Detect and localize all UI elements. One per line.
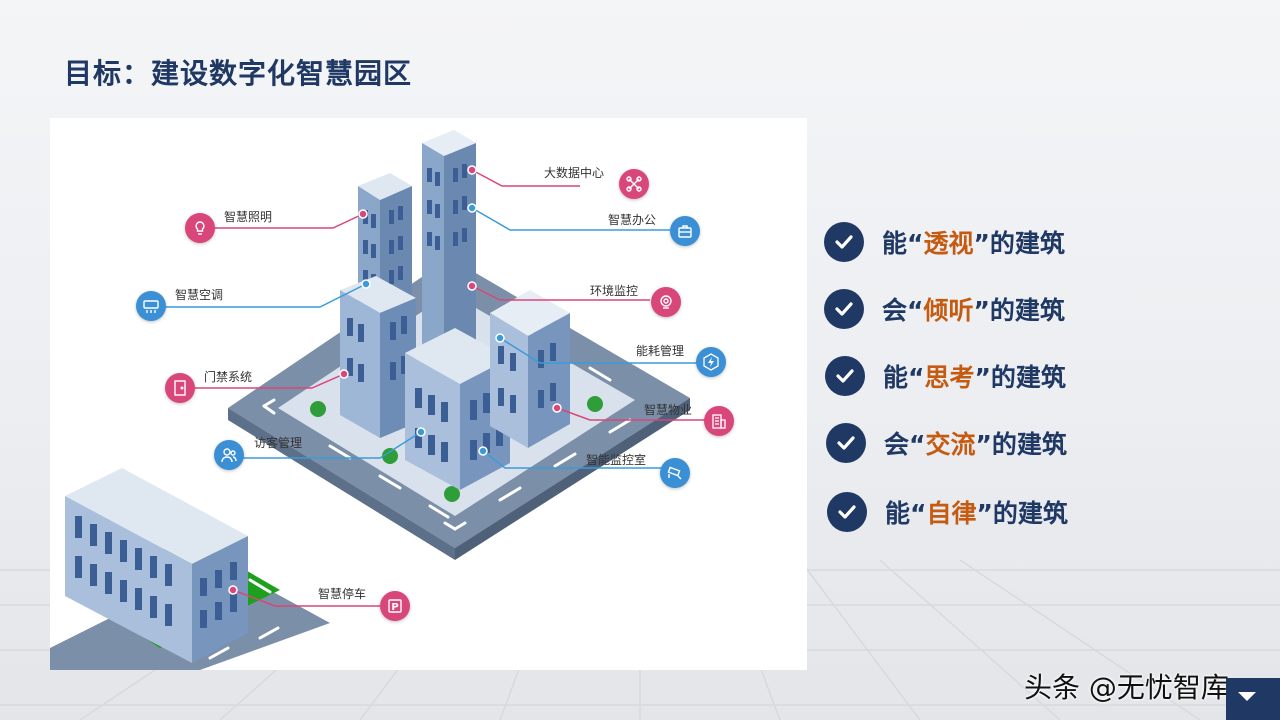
big-data-center-icon (619, 169, 649, 199)
watermark: 头条 @无忧智库 (1024, 671, 1229, 704)
label-env-monitoring: 环境监控 (590, 284, 639, 298)
feature-keyword: 思考 (924, 363, 975, 392)
svg-text:P: P (391, 602, 398, 613)
visitors-icon (214, 440, 244, 470)
label-smart-parking: 智慧停车 (318, 587, 367, 601)
feature-text: 能“透视”的建筑 (882, 229, 1065, 258)
feature-keyword: 倾听 (923, 296, 974, 325)
label-smart-lighting: 智慧照明 (224, 210, 273, 224)
checkmark-icon (824, 222, 864, 262)
feature-item: 能“自律”的建筑 (827, 490, 1127, 534)
label-big-data-center: 大数据中心 (544, 166, 605, 180)
feature-text: 能“思考”的建筑 (883, 363, 1066, 392)
door-icon (165, 373, 195, 403)
label-smart-property: 智慧物业 (644, 403, 693, 417)
checkmark-icon (824, 289, 864, 329)
label-visitor-management: 访客管理 (254, 436, 303, 450)
air-conditioner-icon (136, 291, 166, 321)
lightbulb-icon (185, 213, 215, 243)
energy-bolt-icon (696, 347, 726, 377)
label-smart-ac: 智慧空调 (175, 288, 224, 302)
label-smart-monitor-room: 智能监控室 (586, 453, 647, 467)
cctv-camera-icon (660, 458, 690, 488)
feature-text: 会“倾听”的建筑 (882, 296, 1065, 325)
feature-item: 能“透视”的建筑 (824, 220, 1124, 264)
label-access-control: 门禁系统 (204, 370, 253, 384)
briefcase-icon (670, 216, 700, 246)
feature-item: 会“倾听”的建筑 (824, 287, 1124, 331)
smart-park-diagram: 大数据中心 智慧照明 智慧办公 智慧空调 环境监控 能耗管理 门禁系统 智慧物业… (50, 118, 807, 670)
label-energy-management: 能耗管理 (636, 344, 685, 358)
checkmark-icon (825, 356, 865, 396)
feature-keyword: 交流 (925, 430, 976, 459)
corner-decoration (1226, 678, 1280, 720)
parking-icon: P (380, 591, 410, 621)
feature-item: 会“交流”的建筑 (826, 421, 1126, 465)
camera-monitor-icon (651, 287, 681, 317)
label-smart-office: 智慧办公 (608, 213, 657, 227)
feature-item: 能“思考”的建筑 (825, 354, 1125, 398)
chevron-down-icon (1238, 692, 1256, 701)
feature-keyword: 自律 (926, 499, 977, 528)
feature-text: 会“交流”的建筑 (884, 430, 1067, 459)
feature-text: 能“自律”的建筑 (885, 499, 1068, 528)
isometric-park-illustration (50, 130, 720, 670)
checkmark-icon (826, 423, 866, 463)
feature-keyword: 透视 (923, 229, 974, 258)
checkmark-icon (827, 492, 867, 532)
page-title: 目标：建设数字化智慧园区 (64, 57, 413, 90)
building-property-icon (704, 406, 734, 436)
